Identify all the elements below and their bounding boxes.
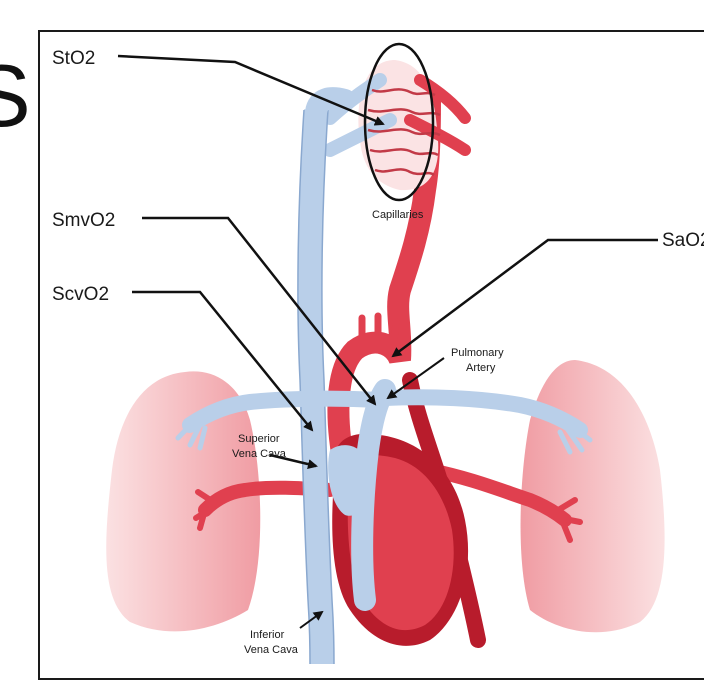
circulation-diagram: StO2 SmvO2 ScvO2 SaO2 Capillaries Pulmon… <box>0 0 704 664</box>
scvo2-label: ScvO2 <box>52 284 109 305</box>
pulmonary-artery-label-line2: Artery <box>466 362 496 374</box>
capillary-bed <box>330 44 465 200</box>
right-lung <box>521 360 665 632</box>
smvo2-label: SmvO2 <box>52 210 115 231</box>
vena-cava <box>310 110 322 664</box>
sto2-label: StO2 <box>52 48 95 69</box>
sao2-label: SaO2 <box>662 230 704 251</box>
svc-label-line1: Superior <box>238 433 280 445</box>
pulmonary-artery-label-line1: Pulmonary <box>451 347 504 359</box>
ivc-label-line1: Inferior <box>250 629 285 641</box>
capillaries-label: Capillaries <box>372 209 424 221</box>
sao2-leader <box>393 240 658 356</box>
ivc-label-line2: Vena Cava <box>244 644 299 656</box>
svc-label-line2: Vena Cava <box>232 448 287 460</box>
